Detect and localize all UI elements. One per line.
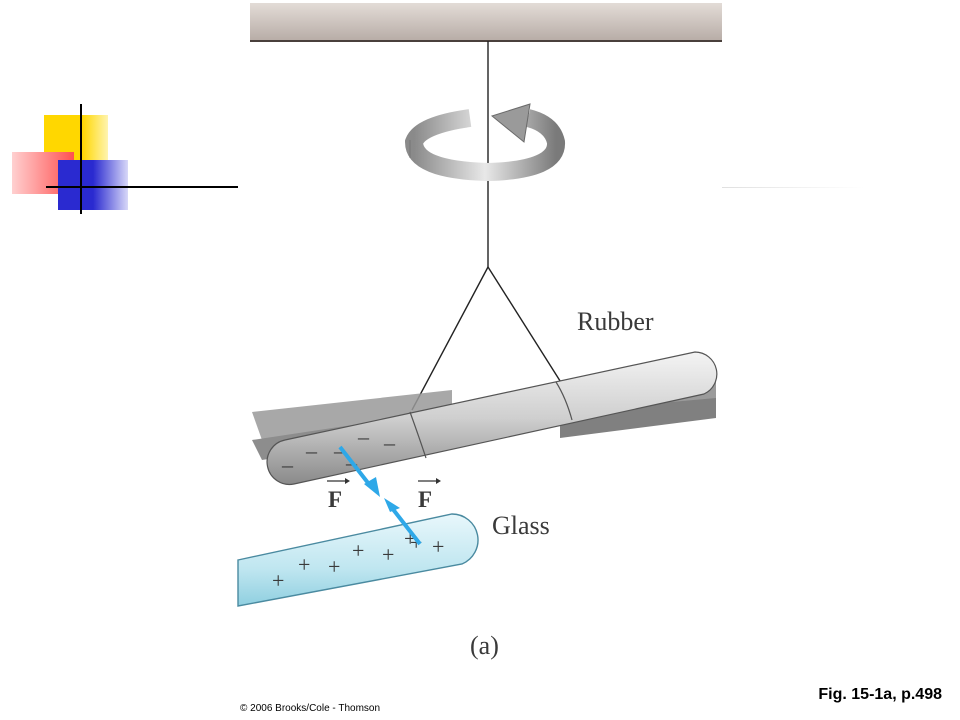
deco-vertical-line — [80, 104, 82, 214]
deco-horizontal-line-right — [722, 187, 864, 188]
force-arrow-on-glass — [390, 506, 422, 546]
positive-charge: + — [272, 568, 284, 593]
deco-blue-square — [58, 160, 128, 210]
force-label-right-text: F — [418, 487, 432, 512]
positive-charge: + — [432, 534, 444, 559]
positive-charge: + — [352, 538, 364, 563]
negative-charge: – — [305, 438, 318, 463]
rubber-negative-charges: – – – – – – — [281, 424, 396, 477]
rotation-arrow-icon — [404, 103, 565, 182]
deco-horizontal-line — [46, 186, 238, 188]
rubber-rod — [266, 351, 718, 486]
panel-label: (a) — [470, 631, 499, 660]
positive-charge: + — [382, 542, 394, 567]
charged-rods-diagram: – – – – – – + + + + + + + + — [237, 3, 722, 660]
cradle-string-right — [487, 266, 563, 385]
force-label-right: F — [418, 478, 441, 512]
negative-charge: – — [383, 430, 396, 455]
cradle-string-left — [411, 266, 489, 411]
rubber-label: Rubber — [577, 307, 654, 336]
force-label-left-text: F — [328, 487, 342, 512]
force-label-left: F — [327, 478, 350, 512]
positive-charge: + — [328, 554, 340, 579]
force-arrows — [338, 445, 422, 546]
negative-charge: – — [333, 438, 346, 463]
glass-rod — [237, 513, 479, 607]
negative-charge: – — [357, 424, 370, 449]
figure-caption: Fig. 15-1a, p.498 — [818, 686, 942, 703]
positive-charge: + — [298, 552, 310, 577]
copyright-notice: © 2006 Brooks/Cole - Thomson — [240, 703, 381, 714]
negative-charge: – — [281, 452, 294, 477]
ceiling-support — [250, 3, 722, 41]
force-arrow-on-rubber — [338, 445, 374, 490]
glass-label: Glass — [492, 511, 550, 540]
